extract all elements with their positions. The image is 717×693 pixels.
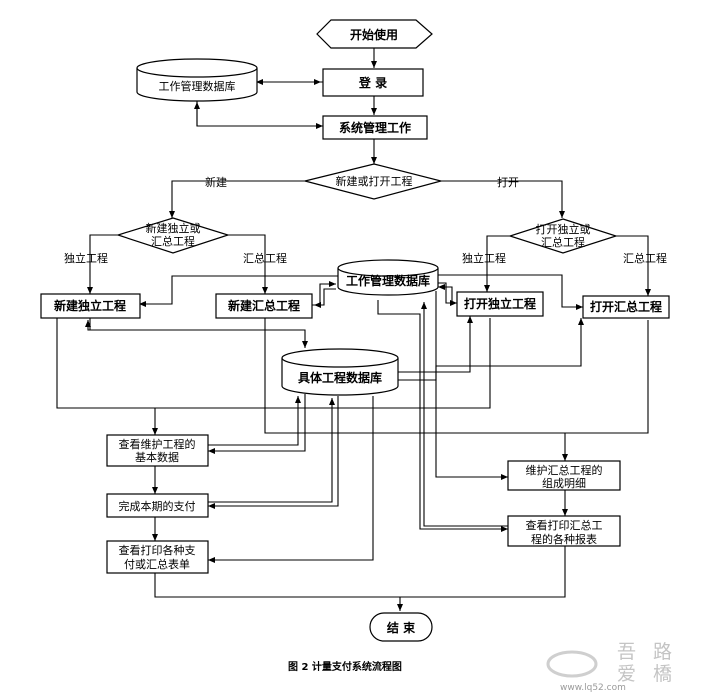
- watermark-char-4: 橋: [653, 663, 672, 685]
- db-work-label: 工作管理数据库: [159, 79, 236, 93]
- new-summary-box: 新建汇总工程: [215, 293, 313, 319]
- new-decision-line1: 新建独立或: [146, 221, 201, 235]
- arrow-open-independent-db2: [438, 284, 457, 304]
- view-maint-line2: 基本数据: [135, 450, 179, 464]
- edge-label-summary-right: 汇总工程: [623, 251, 667, 265]
- sys-mgmt-box: 系统管理工作: [322, 115, 428, 140]
- arrow-open-independent: [484, 235, 510, 292]
- db-work-cylinder: 工作管理数据库: [136, 58, 258, 102]
- maint-summary-box: 维护汇总工程的 组成明细: [507, 460, 621, 491]
- arrow-decision-new: [169, 180, 305, 218]
- arrow-db2-open-summary: [436, 274, 583, 310]
- watermark-char-3: 爱: [617, 663, 636, 685]
- view-maint-line1: 查看维护工程的: [119, 437, 196, 451]
- open-independent-label: 打开独立工程: [464, 296, 536, 311]
- print-summary-line1: 查看打印汇总工: [526, 518, 603, 532]
- open-independent-box: 打开独立工程: [456, 291, 544, 317]
- maint-summary-line2: 组成明细: [542, 476, 586, 490]
- print-forms-line2: 付或汇总表单: [124, 557, 190, 571]
- edge-label-independent-right: 独立工程: [462, 251, 506, 265]
- watermark-char-1: 吾: [617, 641, 636, 663]
- db-work-2-label: 工作管理数据库: [346, 273, 430, 288]
- new-independent-label: 新建独立工程: [54, 298, 126, 313]
- arrow-db3-open-independent: [398, 316, 473, 373]
- arrow-db2-maint: [435, 291, 508, 480]
- print-forms-line1: 查看打印各种支: [119, 543, 196, 557]
- print-summary-box: 查看打印汇总工 程的各种报表: [507, 515, 621, 547]
- watermark: 吾 路 爱 橋 www.lq52.com: [546, 641, 672, 693]
- arrow-db3-to-new-independent: [85, 320, 305, 331]
- arrow-db-sys: [196, 100, 323, 129]
- open-type-decision: 打开独立或 汇总工程: [508, 218, 618, 254]
- arrow-db3-complete: [208, 396, 339, 509]
- print-forms-box: 查看打印各种支 付或汇总表单: [106, 540, 209, 574]
- arrow-print-summary-db2: [421, 302, 508, 527]
- arrow-db2-print-summary: [377, 300, 508, 532]
- open-summary-label: 打开汇总工程: [590, 299, 662, 314]
- edge-label-open: 打开: [497, 175, 519, 189]
- connectors: [56, 48, 651, 611]
- arrow-open-summary: [616, 235, 651, 296]
- arrow-db2-open-independent: [436, 282, 457, 306]
- edge-label-independent-left: 独立工程: [64, 251, 108, 265]
- maint-summary-line1: 维护汇总工程的: [526, 463, 603, 477]
- watermark-logo-icon: [546, 650, 598, 678]
- end-label: 结 束: [387, 620, 416, 635]
- watermark-char-2: 路: [653, 641, 672, 663]
- new-independent-box: 新建独立工程: [40, 293, 141, 319]
- arrow-view-db3: [208, 396, 301, 446]
- login-label: 登 录: [358, 75, 387, 90]
- complete-payment-label: 完成本期的支付: [119, 499, 196, 513]
- arrow-new-summary: [228, 234, 268, 294]
- view-maint-box: 查看维护工程的 基本数据: [106, 434, 209, 467]
- new-type-decision: 新建独立或 汇总工程: [116, 217, 230, 254]
- print-summary-line2: 程的各种报表: [531, 532, 597, 546]
- bus-right: [264, 318, 649, 434]
- arrow-db2-new-summary: [314, 288, 336, 308]
- arrow-new-independent-to-db3: [89, 318, 308, 348]
- arrow-db3-print: [208, 396, 374, 563]
- edge-label-new: 新建: [205, 175, 227, 189]
- line-print-end: [154, 546, 566, 598]
- db-work-2-cylinder: 工作管理数据库: [337, 259, 439, 296]
- arrow-new-independent: [87, 234, 118, 294]
- figure-caption: 图 2 计量支付系统流程图: [288, 660, 402, 673]
- new-decision-line2: 汇总工程: [151, 234, 195, 248]
- db-project-label: 具体工程数据库: [298, 370, 382, 385]
- open-decision-line2: 汇总工程: [541, 235, 585, 249]
- open-summary-box: 打开汇总工程: [582, 295, 670, 319]
- arrow-complete-db3: [208, 398, 335, 503]
- arrow-db3-view: [208, 394, 306, 454]
- new-or-open-label: 新建或打开工程: [336, 174, 413, 188]
- arrow-decision-open: [441, 180, 565, 218]
- new-or-open-decision: 新建或打开工程: [304, 163, 444, 200]
- start-node: 开始使用: [316, 19, 433, 49]
- start-label: 开始使用: [350, 27, 398, 42]
- end-node: 结 束: [369, 612, 433, 642]
- complete-payment-box: 完成本期的支付: [106, 493, 209, 518]
- watermark-url: www.lq52.com: [560, 683, 626, 693]
- open-decision-line1: 打开独立或: [536, 222, 591, 236]
- bus-left: [56, 318, 491, 409]
- new-summary-label: 新建汇总工程: [228, 298, 300, 313]
- sys-mgmt-label: 系统管理工作: [339, 120, 411, 135]
- login-box: 登 录: [322, 68, 424, 97]
- edge-label-summary-left: 汇总工程: [243, 251, 287, 265]
- db-project-cylinder: 具体工程数据库: [281, 348, 399, 396]
- arrow-db2-new-independent: [139, 275, 338, 307]
